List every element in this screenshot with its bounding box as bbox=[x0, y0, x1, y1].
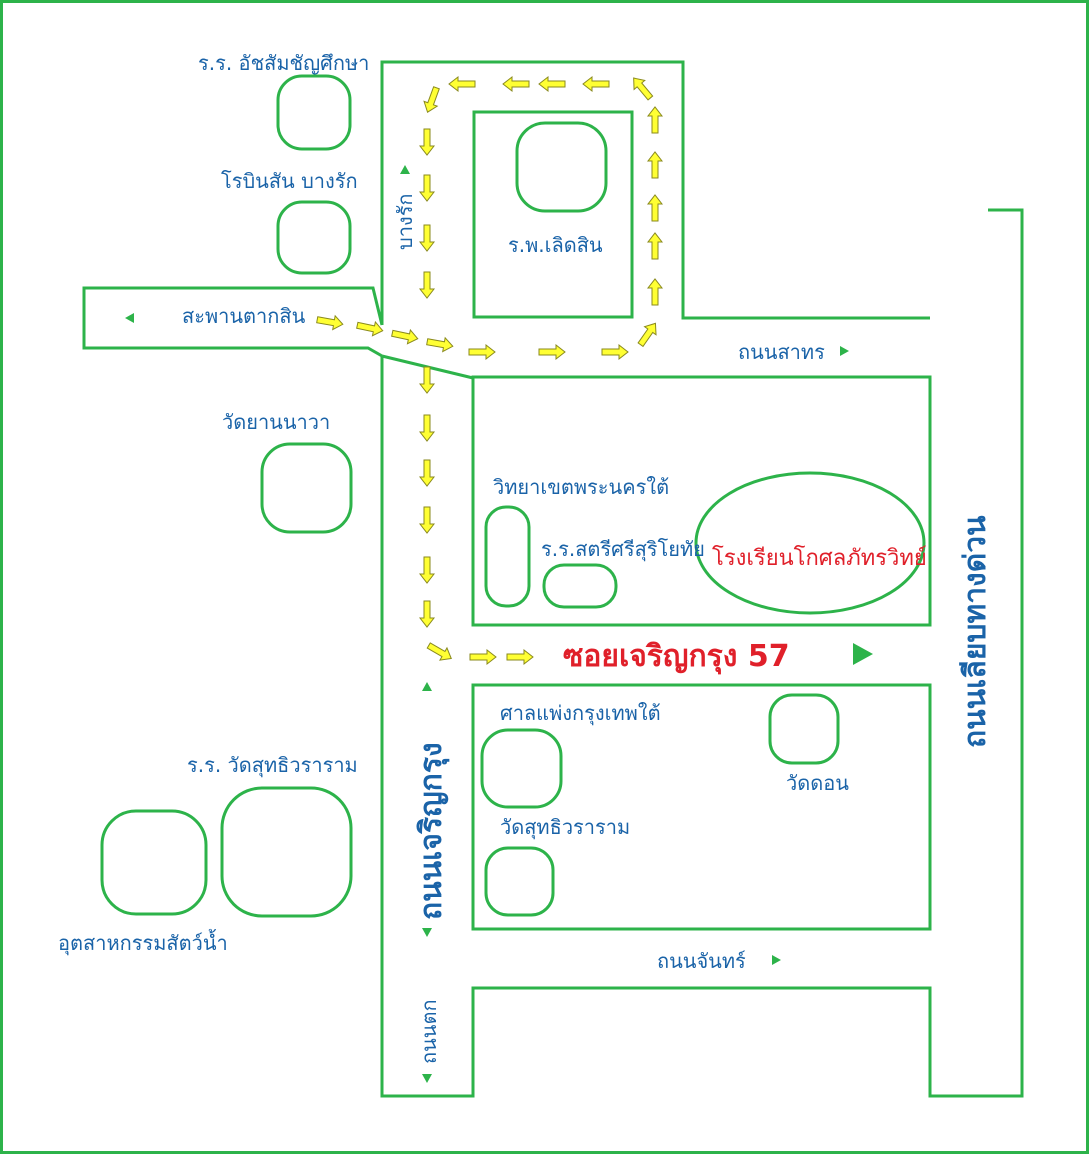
route-arrow-icon bbox=[646, 151, 664, 179]
label-satri: ร.ร.สตรีศรีสุริโยทัย bbox=[541, 537, 705, 562]
direction-icon-sathorn-east bbox=[840, 346, 849, 356]
route-arrow-icon bbox=[418, 414, 436, 442]
route-arrow-icon bbox=[448, 75, 476, 93]
label-fishery: อุตสาหกรรมสัตว์น้ำ bbox=[58, 929, 228, 956]
shape-satri bbox=[542, 563, 618, 609]
shape-wat-suthi bbox=[484, 846, 555, 917]
route-arrow-icon bbox=[418, 366, 436, 394]
route-arrow-icon bbox=[418, 271, 436, 299]
shape-robinson bbox=[276, 200, 352, 275]
road-outline-charoenkrung-west bbox=[380, 208, 1024, 1098]
label-saphan-taksin: สะพานตากสิน bbox=[182, 304, 306, 328]
route-arrow-icon bbox=[418, 600, 436, 628]
route-arrow-icon bbox=[426, 642, 452, 661]
route-arrow-icon bbox=[418, 174, 436, 202]
label-wat-suthi: วัดสุทธิวราราม bbox=[500, 815, 630, 840]
label-wittaya: วิทยาเขตพระนครใต้ bbox=[493, 475, 669, 499]
route-arrow-icon bbox=[469, 648, 497, 666]
route-arrow-icon bbox=[423, 86, 440, 113]
route-arrow-icon bbox=[633, 77, 654, 101]
direction-icon-thanontok-south bbox=[422, 1074, 432, 1083]
shape-school-target bbox=[694, 471, 926, 615]
route-arrow-icon bbox=[582, 75, 610, 93]
block-lerdsin bbox=[472, 110, 634, 319]
route-arrow-icon bbox=[502, 75, 530, 93]
label-chan: ถนนจันทร์ bbox=[657, 949, 746, 973]
road-outline-bridge bbox=[82, 286, 384, 358]
route-arrow-icon bbox=[538, 75, 566, 93]
road-outline-upper bbox=[380, 60, 930, 325]
direction-icon-bangrak-north bbox=[400, 165, 410, 174]
label-soi-charoenkrung-57: ซอยเจริญกรุง 57 bbox=[563, 639, 790, 675]
route-arrow-icon bbox=[418, 506, 436, 534]
label-expressway: ถนนเลียบทางด่วน bbox=[958, 515, 993, 748]
label-assumption-suksa: ร.ร. อัชสัมชัญศึกษา bbox=[198, 51, 369, 75]
route-arrow-icon bbox=[418, 459, 436, 487]
label-sathorn: ถนนสาทร bbox=[738, 340, 825, 364]
shape-fishery bbox=[100, 809, 208, 916]
block-lower bbox=[471, 683, 932, 931]
shape-wat-don bbox=[768, 693, 840, 765]
label-school-target: โรงเรียนโกศลภัทรวิทย์ bbox=[712, 545, 927, 571]
route-arrow-icon bbox=[506, 648, 534, 666]
route-arrow-icon bbox=[356, 320, 384, 337]
shape-wat-yannawa bbox=[260, 442, 353, 534]
shape-wat-suthi-school bbox=[220, 786, 353, 918]
label-civil-court: ศาลแพ่งกรุงเทพใต้ bbox=[500, 701, 661, 726]
route-arrow-icon bbox=[646, 278, 664, 306]
route-arrow-icon bbox=[468, 343, 496, 361]
shape-lerdsin bbox=[515, 121, 608, 213]
route-arrow-icon bbox=[418, 224, 436, 252]
direction-icon-chan-east bbox=[772, 955, 781, 965]
route-arrow-icon bbox=[538, 343, 566, 361]
label-wat-don: วัดดอน bbox=[786, 771, 849, 795]
direction-icon-soi57-east bbox=[853, 643, 873, 665]
shape-civil-court bbox=[480, 728, 563, 809]
route-arrow-icon bbox=[646, 194, 664, 222]
shape-assumption-suksa bbox=[276, 74, 352, 151]
label-bangrak: บางรัก bbox=[393, 193, 417, 250]
direction-icon-charoenkrung-north bbox=[422, 682, 432, 691]
route-arrow-icon bbox=[418, 128, 436, 156]
label-charoenkrung: ถนนเจริญกรุง bbox=[414, 742, 450, 920]
route-arrow-icon bbox=[601, 343, 629, 361]
label-thanon-tok: ถนนตก bbox=[417, 999, 441, 1064]
route-arrow-icon bbox=[316, 314, 344, 331]
block-middle bbox=[471, 375, 932, 627]
label-robinson: โรบินสัน บางรัก bbox=[221, 169, 358, 193]
route-arrow-icon bbox=[426, 336, 454, 353]
route-arrows bbox=[316, 75, 664, 666]
route-arrow-icon bbox=[646, 106, 664, 134]
label-wat-yannawa: วัดยานนาวา bbox=[222, 410, 330, 434]
route-arrow-icon bbox=[646, 232, 664, 260]
shape-wittaya bbox=[484, 505, 531, 608]
direction-icon-charoenkrung-south bbox=[422, 928, 432, 937]
route-arrow-icon bbox=[391, 328, 419, 345]
direction-icon-bridge-west bbox=[125, 313, 134, 323]
route-arrow-icon bbox=[637, 322, 657, 348]
label-wat-suthi-school: ร.ร. วัดสุทธิวราราม bbox=[187, 753, 358, 778]
route-arrow-icon bbox=[418, 556, 436, 584]
label-lerdsin: ร.พ.เลิดสิน bbox=[508, 233, 603, 257]
